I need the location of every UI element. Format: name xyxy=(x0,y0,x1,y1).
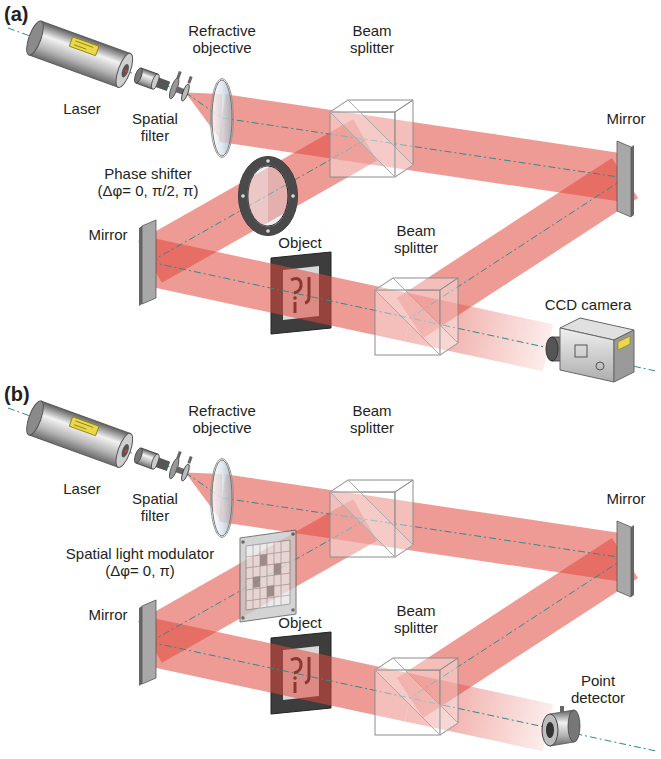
ccd-camera-part xyxy=(596,362,604,370)
beam-splitter-label: Beam splitter xyxy=(385,602,447,636)
spatial-light-modulator-part-part xyxy=(246,562,290,568)
phase-shifter-part xyxy=(266,229,270,233)
mirror-label: Mirror xyxy=(88,606,127,623)
panel-b-optics xyxy=(8,399,655,751)
point-detector-part xyxy=(542,714,558,746)
point-detector-part xyxy=(568,710,580,742)
common-optics xyxy=(8,399,655,751)
spatial-light-modulator-part xyxy=(267,585,274,597)
objective-label: Refractive objective xyxy=(181,22,263,56)
mirror-label: Mirror xyxy=(88,226,127,243)
mirror-label: Mirror xyxy=(606,490,645,507)
spatial-light-modulator-part xyxy=(291,532,295,536)
slm-label: Spatial light modulator (Δφ= 0, π) xyxy=(59,545,221,579)
objective-label: Refractive objective xyxy=(181,402,263,436)
phase-shifter-part xyxy=(243,161,293,231)
phase-shifter-part xyxy=(248,166,288,226)
spatial-filter-label: Spatial filter xyxy=(126,110,184,144)
spatial-light-modulator-part xyxy=(253,576,260,588)
spatial-light-modulator-part xyxy=(246,541,290,609)
spatial-light-modulator-part xyxy=(241,616,245,620)
ccd-camera xyxy=(546,318,634,382)
spatial-light-modulator-part-part xyxy=(246,551,290,557)
mirror-label: Mirror xyxy=(606,110,645,127)
spatial-light-modulator-part xyxy=(274,563,281,575)
spatial-light-modulator-part xyxy=(241,540,245,544)
beam-splitter-label: Beam splitter xyxy=(341,402,403,436)
phase-shifter-part xyxy=(291,194,295,198)
phase-shifter-part xyxy=(248,166,268,226)
panel-letter: (b) xyxy=(4,383,30,405)
phase-shifter-part xyxy=(239,157,298,236)
detector-label: Point detector xyxy=(564,672,632,706)
panel-letter: (a) xyxy=(4,3,28,25)
object-label: Object xyxy=(278,614,321,631)
phase-shifter-part xyxy=(241,194,245,198)
ccd-camera-part xyxy=(546,337,558,361)
point-detector-part xyxy=(560,706,564,712)
spatial-light-modulator-part-part xyxy=(246,573,290,579)
beam-splitter-label: Beam splitter xyxy=(341,22,403,56)
object-label: Object xyxy=(278,234,321,251)
spatial-light-modulator-part-part xyxy=(267,543,268,607)
laser-label: Laser xyxy=(63,480,101,497)
ccd-camera-part xyxy=(575,345,587,357)
phase-shifter-part xyxy=(266,159,270,163)
spatial-filter-label: Spatial filter xyxy=(126,490,184,524)
spatial-light-modulator-part xyxy=(260,554,267,566)
spatial-light-modulator-part xyxy=(240,530,296,622)
camera-label: CCD camera xyxy=(545,296,632,313)
laser-label: Laser xyxy=(63,100,101,117)
ccd-camera-part xyxy=(614,330,634,382)
beam-splitter-label: Beam splitter xyxy=(385,222,447,256)
common-optics xyxy=(8,19,655,371)
panel-a-optics xyxy=(8,19,655,382)
point-detector xyxy=(542,706,580,746)
spatial-light-modulator-part xyxy=(291,608,295,612)
phase-shifter xyxy=(239,157,298,236)
ccd-camera-part xyxy=(560,328,614,382)
ccd-camera-part xyxy=(618,336,630,350)
phase-shifter-label: Phase shifter (Δφ= 0, π/2, π) xyxy=(91,165,205,199)
spatial-light-modulator xyxy=(240,530,296,622)
point-detector-part xyxy=(546,722,554,738)
spatial-light-modulator-part xyxy=(246,540,290,610)
